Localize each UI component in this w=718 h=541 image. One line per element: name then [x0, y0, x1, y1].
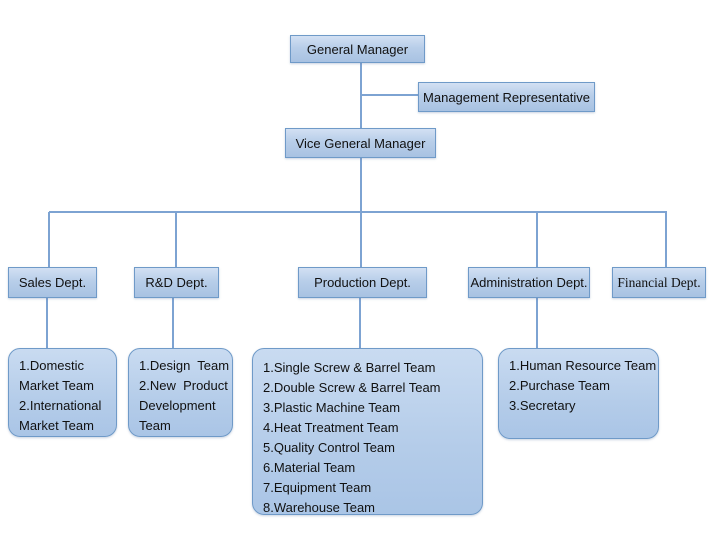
node-financial-dept-label: Financial Dept. [617, 274, 701, 290]
node-general-manager-label: General Manager [306, 41, 409, 57]
team-line: Market Team [19, 378, 94, 393]
team-list-sales: 1.Domestic Market Team 2.International M… [8, 348, 117, 437]
node-management-representative: Management Representative [418, 82, 595, 112]
team-line: 2.International [19, 398, 102, 413]
node-management-representative-label: Management Representative [423, 89, 590, 105]
team-line: 2.Double Screw & Barrel Team [263, 380, 441, 395]
node-vice-general-manager: Vice General Manager [285, 128, 436, 158]
team-line: 2.New Product [139, 378, 228, 393]
node-sales-dept-label: Sales Dept. [18, 275, 87, 290]
node-general-manager: General Manager [290, 35, 425, 63]
connector-administration-to-teams [536, 298, 538, 348]
connector-production-to-teams [359, 298, 361, 348]
team-line: 1.Domestic [19, 358, 85, 373]
team-line: Team [139, 418, 171, 433]
connector-main-horizontal [49, 211, 667, 213]
team-line: 4.Heat Treatment Team [263, 420, 399, 435]
team-line: Development [139, 398, 216, 413]
team-line: Market Team [19, 418, 94, 433]
connector-drop-financial [665, 212, 667, 267]
team-line: 6.Material Team [263, 460, 356, 475]
connector-sales-to-teams [46, 298, 48, 348]
connector-vgm-to-main [360, 158, 362, 212]
node-vice-general-manager-label: Vice General Manager [295, 135, 426, 151]
connector-drop-rd [175, 212, 177, 267]
team-list-rd: 1.Design Team 2.New Product Development … [128, 348, 233, 437]
node-sales-dept: Sales Dept. [8, 267, 97, 298]
node-rd-dept: R&D Dept. [134, 267, 219, 298]
connector-drop-administration [536, 212, 538, 267]
team-list-administration: 1.Human Resource Team 2.Purchase Team 3.… [498, 348, 659, 439]
team-line: 8.Warehouse Team [263, 500, 376, 515]
connector-drop-production [360, 212, 362, 267]
team-line: 3.Plastic Machine Team [263, 400, 401, 415]
team-line: 3.Secretary [509, 398, 576, 413]
connector-branch-to-management-representative [361, 94, 418, 96]
node-rd-dept-label: R&D Dept. [145, 275, 208, 290]
team-line: 7.Equipment Team [263, 480, 372, 495]
team-line: 5.Quality Control Team [263, 440, 395, 455]
connector-rd-to-teams [172, 298, 174, 348]
team-list-production: 1.Single Screw & Barrel Team 2.Double Sc… [252, 348, 483, 515]
team-line: 2.Purchase Team [509, 378, 610, 393]
team-line: 1.Human Resource Team [509, 358, 657, 373]
node-production-dept: Production Dept. [298, 267, 427, 298]
node-administration-dept-label: Administration Dept. [470, 275, 588, 290]
team-line: 1.Design Team [139, 358, 230, 373]
node-production-dept-label: Production Dept. [314, 275, 411, 290]
team-line: 1.Single Screw & Barrel Team [263, 360, 436, 375]
node-administration-dept: Administration Dept. [468, 267, 590, 298]
connector-drop-sales [48, 212, 50, 267]
node-financial-dept: Financial Dept. [612, 267, 706, 298]
